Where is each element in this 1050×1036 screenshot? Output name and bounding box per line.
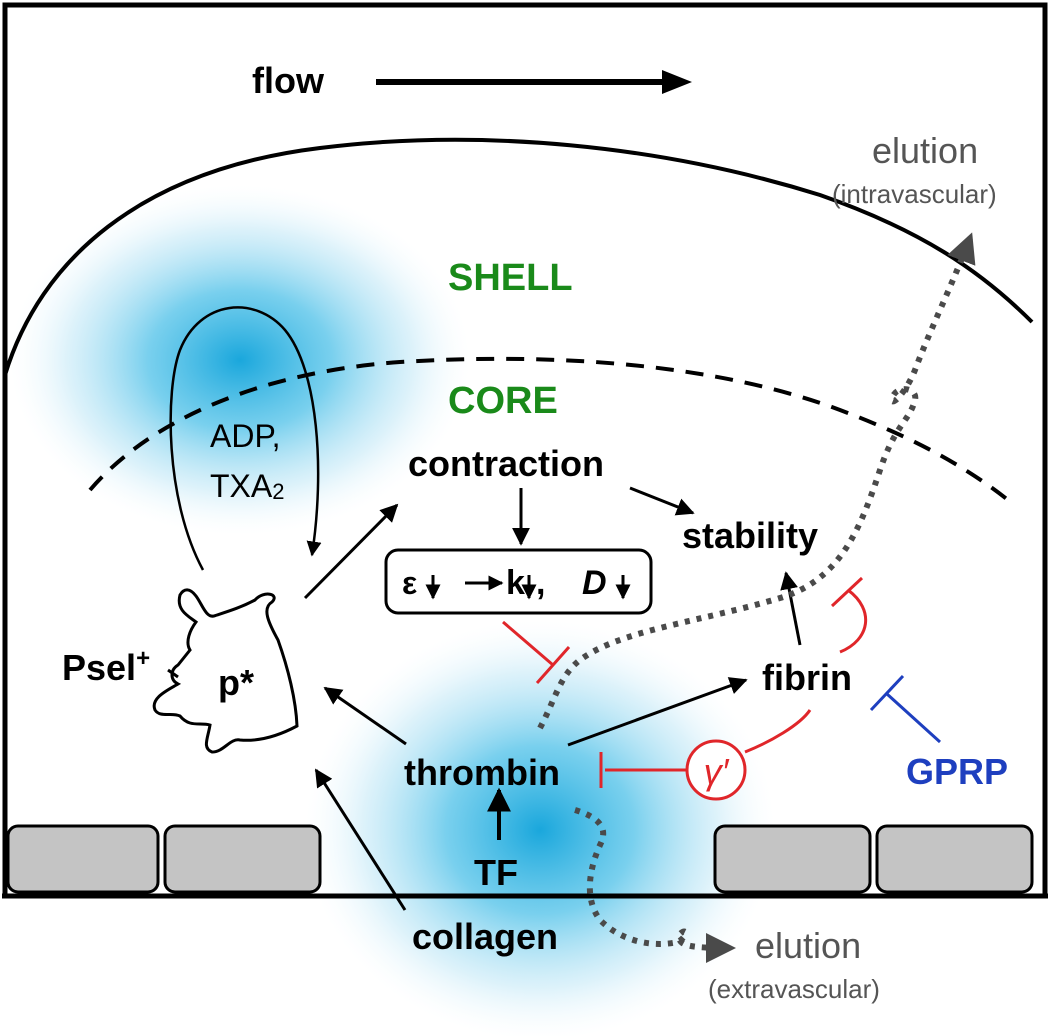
stability-node: stability <box>682 515 818 556</box>
agonist-label-line2: TXA2 <box>210 468 284 504</box>
elution-extravascular-label: elution <box>755 925 861 966</box>
agonist-loop <box>169 306 322 571</box>
extravascular-elution-path <box>574 807 736 963</box>
collagen-node: collagen <box>412 916 558 957</box>
platelet-label: p* <box>218 662 254 703</box>
core-boundary <box>88 356 1010 502</box>
fibrin-node: fibrin <box>762 657 852 698</box>
fibrin-inhibits-stability-bar <box>830 576 864 608</box>
thrombin-node: thrombin <box>404 752 560 793</box>
thrombin-glow <box>305 620 775 1036</box>
box-inhibits-thrombin-bar <box>535 646 571 684</box>
gprp-inhibits-fibrin-bar <box>869 674 905 712</box>
endothelial-cell <box>875 824 1034 894</box>
k-symbol: k <box>506 564 525 602</box>
flow-label: flow <box>252 60 325 101</box>
comma: , <box>536 564 545 602</box>
gprp-inhibits-fibrin <box>885 692 942 744</box>
permeability-box <box>384 548 653 615</box>
endothelial-cell <box>713 824 872 894</box>
epsilon-symbol: ε <box>402 565 417 601</box>
shell-boundary <box>3 137 1034 376</box>
thrombin-to-platelet-arrow <box>323 686 407 746</box>
gprp-node: GPRP <box>906 751 1008 792</box>
fibrin-to-stability-arrow <box>780 571 802 646</box>
psel-pseudopod <box>167 668 179 679</box>
fibrin-to-gamma-link <box>744 709 812 754</box>
elution-intravascular-label: elution <box>872 130 978 171</box>
agonist-glow <box>10 185 470 535</box>
platelet-to-contraction-arrow <box>303 503 399 600</box>
contraction-to-stability-arrow <box>629 486 695 516</box>
core-label: CORE <box>448 380 558 422</box>
thrombin-to-fibrin-arrow <box>567 677 748 747</box>
elution-intravascular-sub: (intravascular) <box>832 179 997 209</box>
tf-node: TF <box>474 852 518 893</box>
flow-arrowhead <box>662 70 692 94</box>
endothelial-cell <box>163 824 322 894</box>
endothelial-cell <box>6 824 160 894</box>
box-inhibits-thrombin <box>502 620 554 667</box>
elution-extravascular-sub: (extravascular) <box>708 974 880 1004</box>
fibrin-inhibits-stability <box>839 588 867 654</box>
contraction-node: contraction <box>408 443 604 484</box>
gamma-prime-label: γ′ <box>704 751 730 792</box>
shell-label: SHELL <box>448 257 573 299</box>
collagen-to-platelet-arrow <box>314 768 407 911</box>
d-symbol: D <box>582 564 607 602</box>
psel-label: Psel+ <box>62 645 150 688</box>
intravascular-elution-path <box>537 232 976 730</box>
agonist-label-line1: ADP, <box>210 418 281 454</box>
